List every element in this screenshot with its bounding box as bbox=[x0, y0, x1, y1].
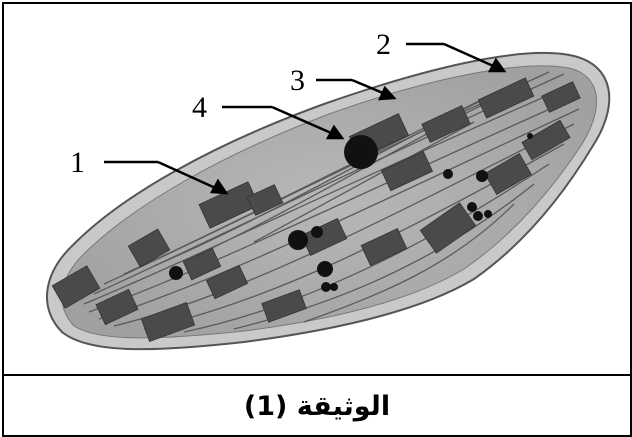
label-1: 1 bbox=[70, 146, 85, 179]
starch-granule bbox=[344, 135, 378, 169]
caption-row: الوثيقة (1) bbox=[4, 374, 630, 437]
figure-image-cell: 1 2 3 4 bbox=[4, 4, 630, 374]
label-2: 2 bbox=[376, 28, 391, 61]
chloroplast-micrograph: 1 2 3 4 bbox=[4, 4, 630, 374]
label-3: 3 bbox=[290, 64, 305, 97]
label-4: 4 bbox=[192, 91, 207, 124]
figure-caption: الوثيقة (1) bbox=[244, 391, 390, 422]
